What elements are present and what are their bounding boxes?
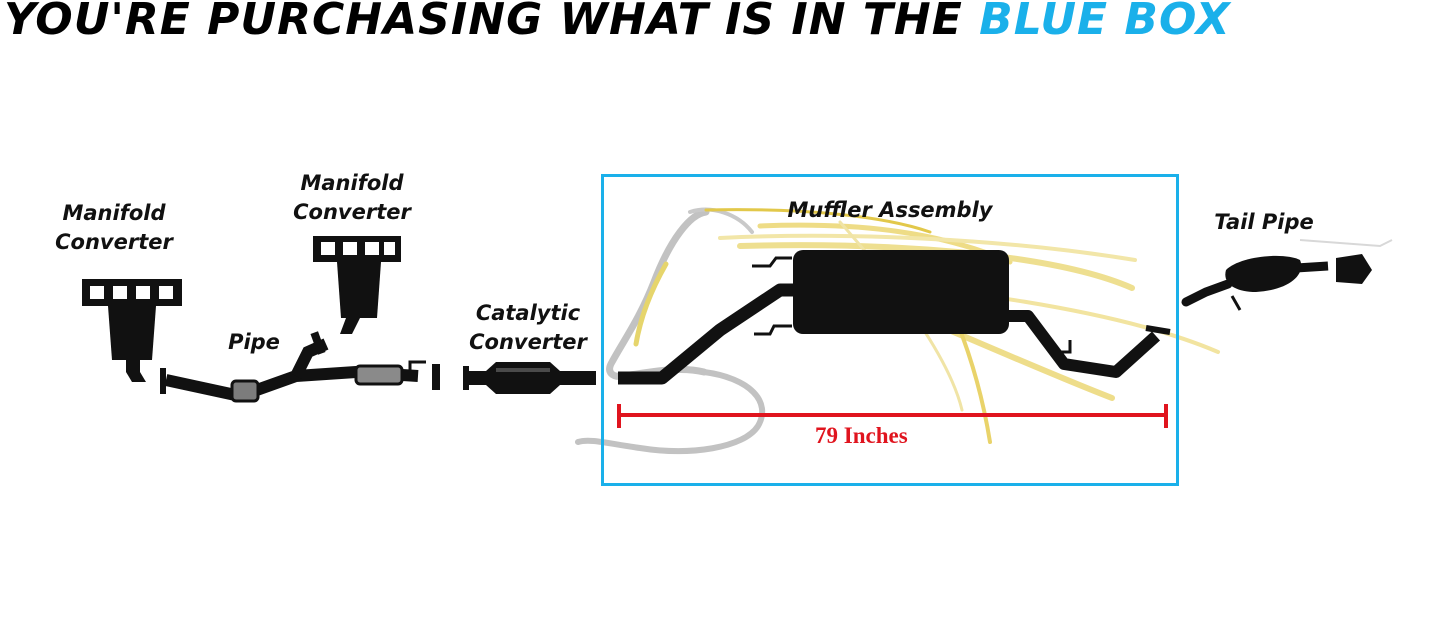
manifold-converter-right-icon	[313, 236, 401, 334]
purchase-highlight-box	[601, 174, 1179, 486]
label-line: Tail Pipe	[1214, 210, 1314, 234]
label-line: Converter	[469, 330, 587, 354]
label-muffler-assembly: Muffler Assembly	[752, 196, 1028, 225]
label-line: Manifold	[300, 171, 404, 195]
label-pipe: Pipe	[214, 328, 294, 357]
label-tail-pipe: Tail Pipe	[1200, 208, 1328, 237]
manifold-converter-left-icon	[82, 279, 182, 382]
label-line: Muffler Assembly	[787, 198, 993, 222]
length-measure-line	[617, 404, 1168, 428]
label-line: Converter	[55, 230, 173, 254]
front-pipe-icon	[160, 331, 440, 403]
label-catalytic-converter: Catalytic Converter	[462, 299, 594, 357]
label-line: Manifold	[62, 201, 166, 225]
page-title: YOU'RE PURCHASING WHAT IS IN THE BLUE BO…	[4, 0, 1231, 45]
tail-pipe-icon	[1181, 239, 1393, 311]
catalytic-converter-icon	[463, 362, 596, 394]
measurement-label: 79 Inches	[815, 423, 908, 448]
muffler-assembly-icon	[618, 250, 1171, 385]
label-manifold-converter-right: Manifold Converter	[286, 169, 418, 227]
label-line: Catalytic	[475, 301, 581, 325]
label-line: Converter	[293, 200, 411, 224]
label-manifold-converter-left: Manifold Converter	[48, 199, 180, 257]
title-highlight: BLUE BOX	[979, 0, 1231, 45]
title-prefix: YOU'RE PURCHASING WHAT IS IN THE	[4, 0, 963, 45]
label-line: Pipe	[228, 330, 280, 354]
